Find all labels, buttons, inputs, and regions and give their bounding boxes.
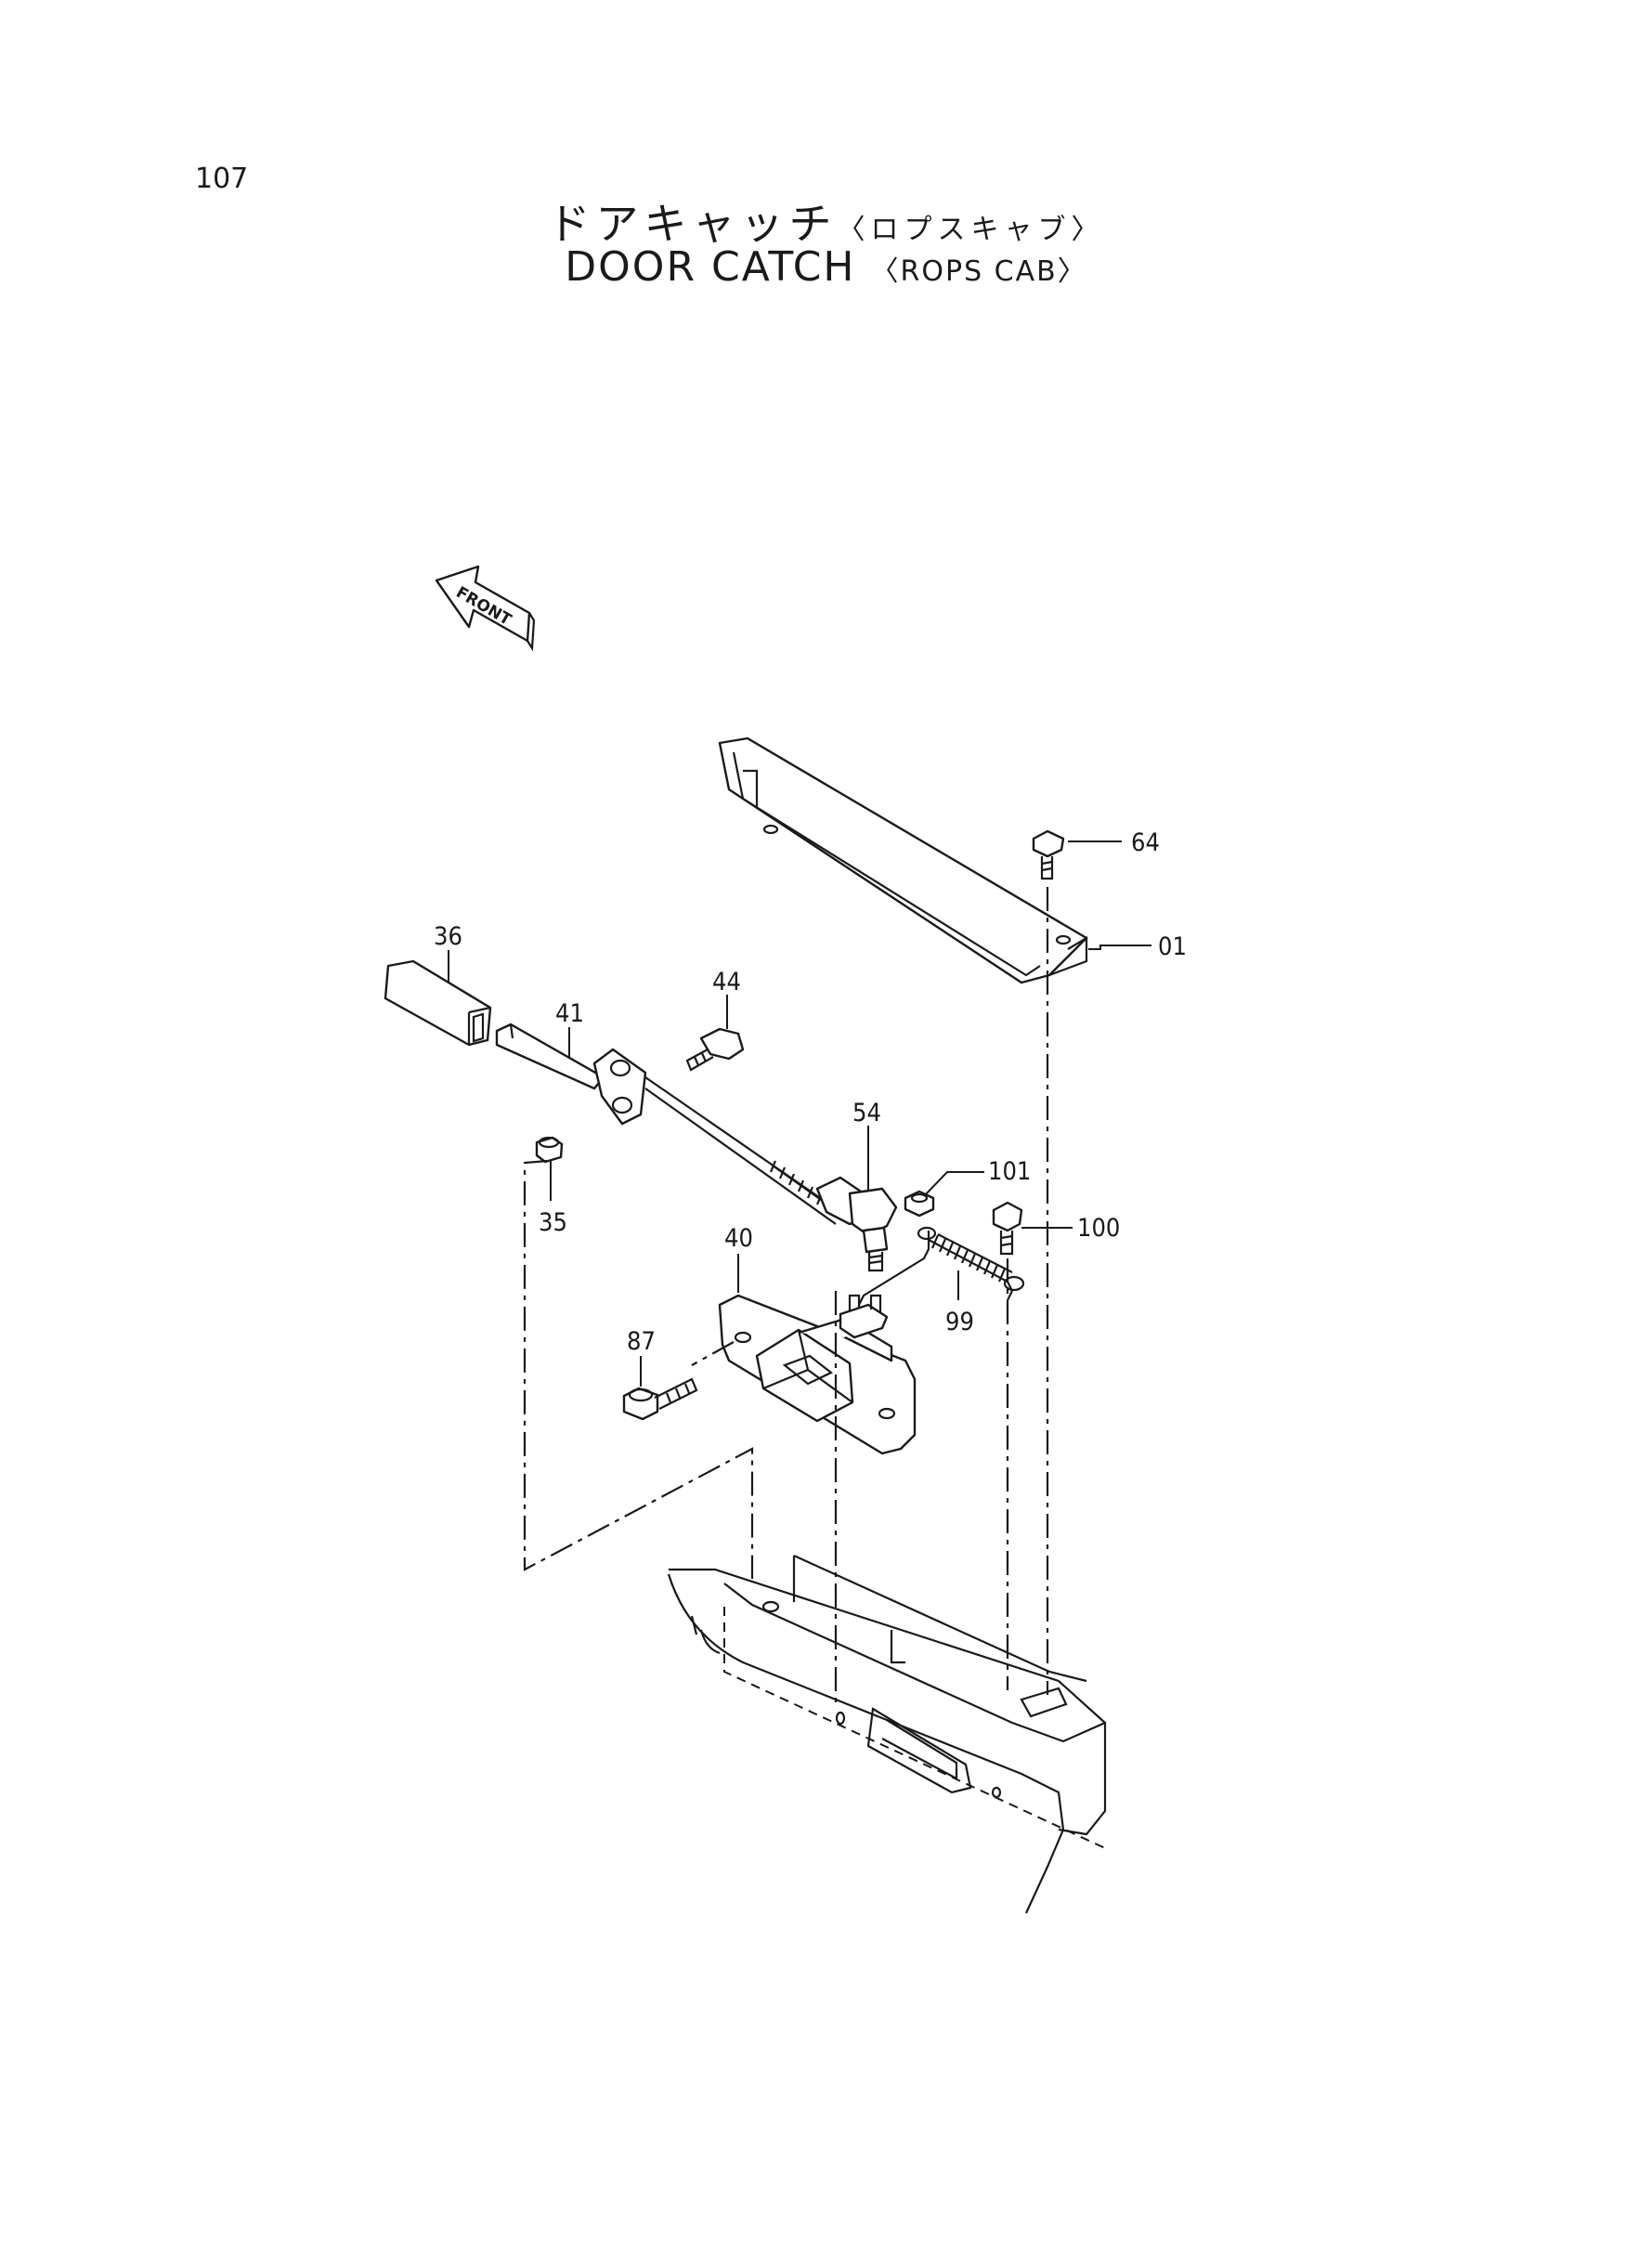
title-en-main: DOOR CATCH: [565, 243, 856, 291]
title-en-sub: 〈ROPS CAB〉: [870, 255, 1087, 288]
leader-lines: [448, 840, 1151, 1387]
callout-36: 36: [434, 922, 462, 951]
callout-99: 99: [945, 1308, 974, 1336]
callout-35: 35: [539, 1208, 567, 1237]
callout-41: 41: [555, 999, 584, 1028]
title-english: DOOR CATCH 〈ROPS CAB〉: [0, 243, 1652, 291]
callout-64: 64: [1131, 828, 1160, 857]
part-01-bracket: [718, 736, 1088, 984]
callout-100: 100: [1077, 1214, 1120, 1243]
callout-54: 54: [852, 1099, 881, 1127]
front-arrow-icon: FRONT: [435, 565, 536, 652]
title-japanese: ドアキャッチ〈ロプスキャブ〉: [0, 190, 1652, 252]
part-87-bolt: [622, 1377, 698, 1421]
callout-101: 101: [988, 1157, 1031, 1186]
part-64-bolt: [1032, 829, 1065, 880]
callout-01: 01: [1158, 932, 1187, 961]
part-100-bolt: [992, 1201, 1023, 1256]
part-101-nut: [904, 1190, 935, 1218]
part-54-ball-joint: [815, 1176, 898, 1272]
callout-40: 40: [724, 1224, 753, 1253]
lever-linkage: [592, 1048, 841, 1225]
part-41-handle: [495, 1023, 605, 1090]
callout-87: 87: [627, 1327, 656, 1356]
title-jp-main: ドアキャッチ: [547, 199, 838, 249]
callout-44: 44: [712, 968, 741, 997]
title-jp-sub: 〈ロプスキャブ〉: [837, 214, 1105, 246]
part-36-grip: [384, 959, 492, 1047]
assembly-lines: [523, 887, 1049, 1709]
page-number: 107: [195, 163, 249, 195]
part-40-latch: [718, 1294, 917, 1455]
cab-door-frame: [667, 1554, 1107, 1914]
part-44-bolt: [685, 1027, 745, 1072]
part-35-bushing: [535, 1136, 564, 1164]
